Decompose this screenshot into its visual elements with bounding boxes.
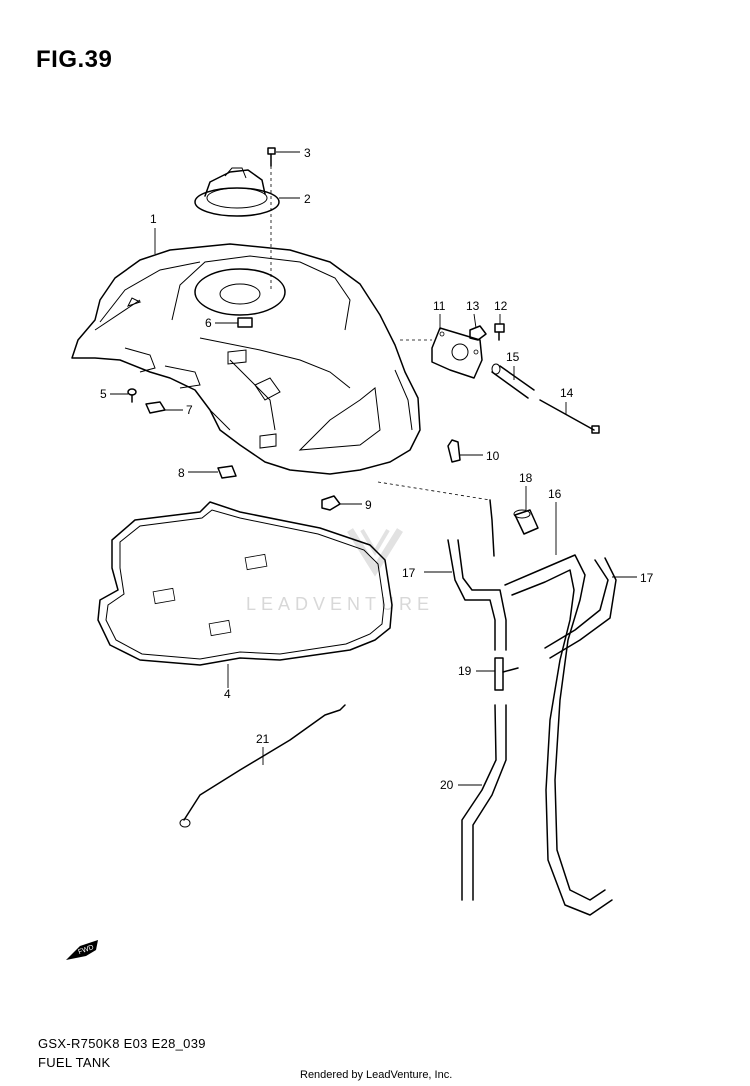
part-17-hose-right[interactable] bbox=[544, 557, 617, 659]
callout-17-right: 17 bbox=[640, 571, 654, 585]
part-6-pad[interactable] bbox=[237, 317, 253, 328]
callout-5: 5 bbox=[100, 387, 107, 401]
part-20-hose[interactable] bbox=[461, 704, 507, 901]
callout-18: 18 bbox=[519, 471, 533, 485]
callout-7: 7 bbox=[186, 403, 193, 417]
callout-10: 10 bbox=[486, 449, 500, 463]
callout-13: 13 bbox=[466, 299, 480, 313]
part-19-t-joint[interactable] bbox=[494, 657, 519, 691]
callout-12: 12 bbox=[494, 299, 508, 313]
part-18-joint[interactable] bbox=[513, 509, 539, 535]
callout-20: 20 bbox=[440, 778, 454, 792]
callout-14: 14 bbox=[560, 386, 574, 400]
callout-6: 6 bbox=[205, 316, 212, 330]
callout-4: 4 bbox=[224, 687, 231, 701]
callout-9: 9 bbox=[365, 498, 372, 512]
callout-16: 16 bbox=[548, 487, 562, 501]
callout-19: 19 bbox=[458, 664, 472, 678]
part-1-fuel-tank[interactable] bbox=[71, 243, 421, 475]
part-12-bolt[interactable] bbox=[494, 323, 505, 341]
part-4-tank-mat[interactable] bbox=[97, 501, 393, 666]
part-3-bolt[interactable] bbox=[267, 147, 276, 167]
figure-description: FUEL TANK bbox=[38, 1055, 111, 1070]
figure-title: FIG.39 bbox=[36, 46, 113, 73]
callout-8: 8 bbox=[178, 466, 185, 480]
forward-arrow-icon: FWD bbox=[66, 940, 98, 960]
part-17-hose-left[interactable] bbox=[447, 539, 507, 651]
callout-11: 11 bbox=[433, 299, 446, 313]
callout-21: 21 bbox=[256, 732, 270, 746]
part-16-hose[interactable] bbox=[504, 554, 613, 916]
callout-17-left: 17 bbox=[402, 566, 416, 580]
part-2-fuel-cap[interactable] bbox=[194, 167, 280, 217]
part-14-bolt[interactable] bbox=[539, 399, 600, 434]
callout-3: 3 bbox=[304, 146, 311, 160]
part-21-rod[interactable] bbox=[179, 704, 346, 828]
callout-labels: 1 2 3 4 5 6 7 8 9 10 11 12 13 14 15 16 1 bbox=[100, 146, 654, 792]
model-code: GSX-R750K8 E03 E28_039 bbox=[38, 1036, 206, 1051]
part-8-clip[interactable] bbox=[217, 465, 237, 479]
part-9-clamp[interactable] bbox=[321, 495, 341, 511]
callout-2: 2 bbox=[304, 192, 311, 206]
part-15-collar[interactable] bbox=[491, 363, 535, 399]
callout-15: 15 bbox=[506, 350, 520, 364]
callout-1: 1 bbox=[150, 212, 157, 226]
watermark-text: LEADVENTURE bbox=[246, 594, 434, 614]
part-10-damper[interactable] bbox=[447, 439, 461, 463]
render-credit: Rendered by LeadVenture, Inc. bbox=[300, 1069, 453, 1081]
part-5-screw[interactable] bbox=[127, 388, 137, 403]
part-13-nut[interactable] bbox=[469, 325, 487, 341]
part-7-cushion[interactable] bbox=[145, 401, 166, 414]
part-11-bracket[interactable] bbox=[431, 327, 483, 379]
